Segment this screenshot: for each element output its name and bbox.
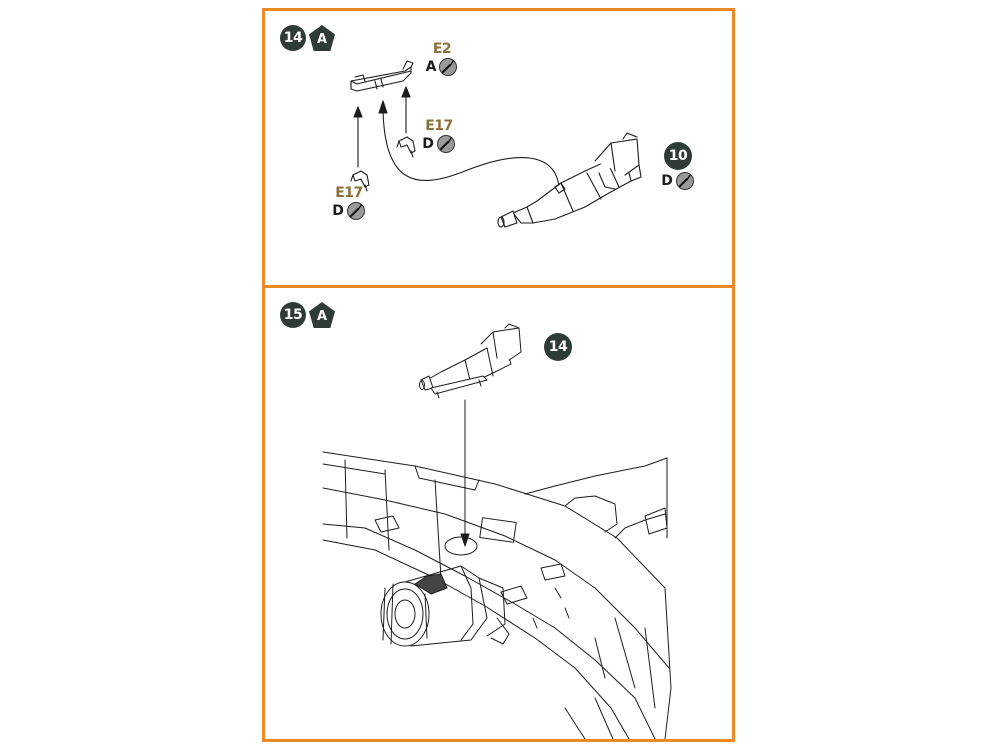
callout-part-10: 10 D [656, 142, 700, 191]
sprue-letter: D [332, 203, 344, 219]
bracket-part-upper [396, 136, 416, 158]
part-number: E17 [425, 118, 453, 134]
engine-cowling [380, 565, 510, 647]
sprue-letter: A [425, 59, 437, 75]
bracket-part-lower [350, 170, 370, 192]
subassembly-ref-badge: 14 [544, 333, 572, 361]
assembly-arrows [353, 86, 560, 188]
glue-icon [439, 58, 458, 76]
part-number: E17 [335, 185, 363, 201]
step-15-drawing [322, 323, 672, 739]
step-14-panel: 14 A [262, 8, 735, 289]
part-number-badge: 10 [664, 142, 692, 170]
glue-icon [675, 172, 694, 190]
callout-part-e17-upper: E17 D [417, 118, 461, 154]
step-15-panel: 15 A 14 [262, 285, 735, 742]
sprue-letter: D [422, 136, 434, 152]
bomb-part [497, 132, 642, 228]
aircraft-wing [322, 451, 672, 739]
callout-part-e2: E2 A [420, 41, 464, 77]
step-14-drawing [350, 60, 642, 228]
glue-icon [436, 135, 455, 153]
bomb-subassembly [419, 323, 522, 399]
step-number-badge: 15 [280, 302, 306, 328]
sprue-letter: D [661, 173, 673, 189]
glue-icon [346, 202, 365, 220]
bomb-rack-part [350, 60, 414, 92]
part-number: E2 [432, 41, 452, 57]
callout-part-e17-lower: E17 D [327, 185, 371, 221]
assembly-arrow [460, 399, 470, 547]
step-number-badge: 14 [280, 25, 306, 51]
